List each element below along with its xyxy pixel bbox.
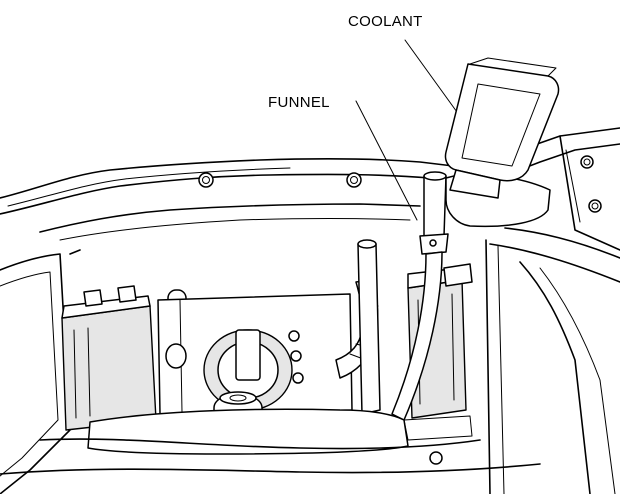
coolant-leader-line — [404, 39, 463, 120]
front-lower-panel — [0, 408, 541, 475]
funnel-label: FUNNEL — [268, 94, 330, 111]
air-cleaner-housing — [157, 293, 353, 415]
radiator-hose — [357, 239, 381, 415]
cowl-bolt-left — [198, 172, 214, 188]
body-panel — [0, 127, 620, 494]
cowl-bolt-right — [346, 172, 362, 188]
coolant-container — [444, 57, 560, 228]
fender-bolt-upper — [580, 155, 594, 169]
fender-bolt-lower — [588, 199, 602, 213]
coolant-label: COOLANT — [348, 13, 423, 30]
funnel — [391, 171, 449, 421]
